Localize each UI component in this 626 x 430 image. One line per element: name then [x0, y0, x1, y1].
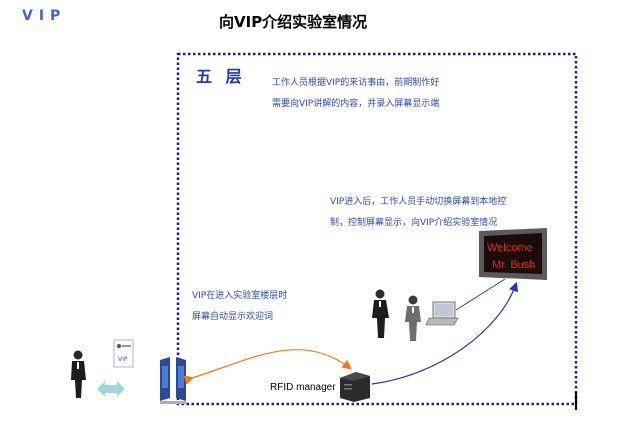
display-screen-icon: Welcome Mr. Bush [479, 228, 547, 280]
screen-welcome-text: Welcome [487, 242, 533, 254]
screen-name-text: Mr. Bush [492, 259, 535, 271]
staff-person-icon [405, 295, 421, 341]
rfid-manager-label: RFID manager [270, 382, 336, 393]
staff-prep-line2: 需要向VIP讲解的内容，并录入屏幕显示端 [272, 99, 440, 109]
gate-server-arrow [183, 349, 352, 385]
welcome-auto-line2: 屏幕自动显示欢迎词 [192, 312, 274, 322]
floor-zone-border [176, 52, 578, 406]
laptop-icon [425, 301, 459, 326]
badge-label: VIP [118, 356, 128, 363]
vip-badge-icon: VIP [113, 339, 134, 368]
vip-enter-line2: 制，控制屏幕显示，向VIP介绍实验室情况 [330, 218, 498, 228]
vip-enter-line1: VIP进入后，工作人员手动切换屏幕到本地控 [330, 197, 507, 207]
vip-person-icon [71, 350, 86, 398]
welcome-auto-line1: VIP在进入实验室楼层时 [192, 291, 288, 301]
vip-enter-note: VIP进入后，工作人员手动切换屏幕到本地控 制，控制屏幕显示，向VIP介绍实验室… [330, 192, 506, 234]
welcome-auto-note: VIP在进入实验室楼层时 屏幕自动显示欢迎词 [192, 286, 287, 328]
rfid-server-icon [340, 372, 370, 402]
laptop-screen-line [455, 278, 506, 311]
staff-prep-line1: 工作人员根据VIP的来访事由，前期制作好 [272, 78, 440, 88]
server-screen-arrow [371, 281, 519, 385]
staff-prep-note: 工作人员根据VIP的来访事由，前期制作好 需要向VIP讲解的内容，并录入屏幕显示… [272, 73, 439, 115]
floor-label: 五 层 [196, 67, 246, 86]
page-title: 向VIP介绍实验室情况 [219, 13, 368, 31]
corner-vip-label: VIP [22, 8, 67, 24]
badge-link-arrow [97, 381, 125, 397]
rfid-gate-icon [160, 357, 186, 404]
staff-person-icon [372, 289, 389, 338]
